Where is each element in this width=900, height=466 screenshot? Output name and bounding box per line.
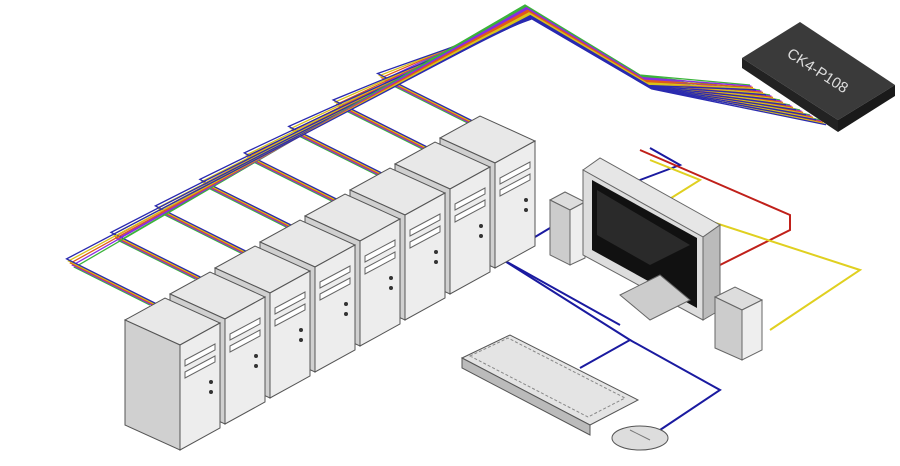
power-button xyxy=(389,276,393,280)
right-speaker xyxy=(713,286,764,361)
drive-bay xyxy=(499,173,531,197)
power-button xyxy=(479,224,483,228)
reset-button xyxy=(524,208,528,212)
keyboard[interactable] xyxy=(460,334,640,436)
left-speaker xyxy=(548,191,587,266)
power-button xyxy=(299,328,303,332)
power-button xyxy=(434,250,438,254)
computer-cable xyxy=(69,9,754,306)
power-button xyxy=(524,198,528,202)
computers xyxy=(123,115,537,451)
drive-bay xyxy=(184,355,216,379)
reset-button xyxy=(254,364,258,368)
reset-button xyxy=(434,260,438,264)
drive-bay xyxy=(319,277,351,301)
power-button xyxy=(344,302,348,306)
computer-cable xyxy=(73,4,751,306)
reset-button xyxy=(389,286,393,290)
computer-cable xyxy=(337,9,812,150)
drive-bay xyxy=(454,187,486,211)
computer-tower xyxy=(123,297,222,451)
mouse[interactable] xyxy=(611,425,669,451)
drive-bay xyxy=(409,225,441,249)
reset-button xyxy=(479,234,483,238)
reset-button xyxy=(209,390,213,394)
computer-cable-bundle xyxy=(65,4,827,306)
computer-cable xyxy=(71,6,752,306)
drive-bay xyxy=(229,317,261,341)
drive-bay xyxy=(364,239,396,263)
computer-cable xyxy=(65,14,757,306)
drive-bay xyxy=(274,291,306,315)
reset-button xyxy=(344,312,348,316)
drive-bay xyxy=(364,251,396,275)
power-button xyxy=(254,354,258,358)
computer-cable xyxy=(335,12,814,150)
reset-button xyxy=(299,338,303,342)
drive-bay xyxy=(409,213,441,237)
speaker-red-cable xyxy=(639,149,791,266)
computer-cable xyxy=(67,12,755,306)
drive-bay xyxy=(499,161,531,185)
drive-bay xyxy=(229,329,261,353)
drive-bay xyxy=(184,343,216,367)
kvm-switch[interactable]: CK4-P108 xyxy=(742,22,895,132)
drive-bay xyxy=(454,199,486,223)
drive-bay xyxy=(274,303,306,327)
drive-bay xyxy=(319,265,351,289)
monitor xyxy=(582,157,721,321)
power-button xyxy=(209,380,213,384)
monitor-stand xyxy=(619,274,691,321)
mouse-cable xyxy=(629,339,722,431)
